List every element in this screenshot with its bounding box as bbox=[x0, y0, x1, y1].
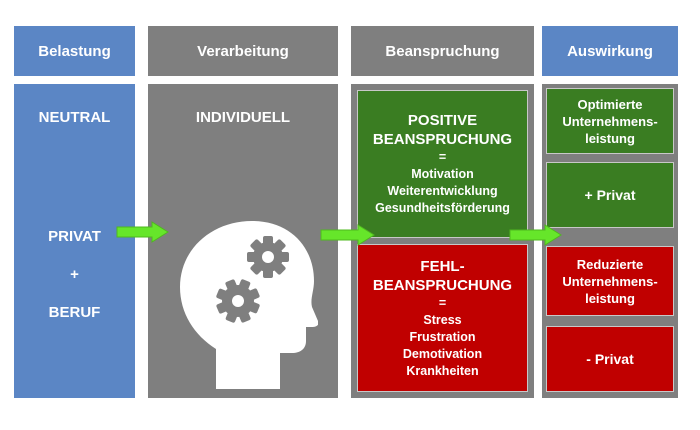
fehl-item: Krankheiten bbox=[406, 363, 479, 378]
arrow-right-icon bbox=[116, 221, 169, 243]
reduzierte-box: Reduzierte Unternehmens- leistung bbox=[546, 246, 674, 316]
header-auswirkung-label: Auswirkung bbox=[567, 42, 653, 60]
header-beanspruchung-label: Beanspruchung bbox=[385, 42, 500, 60]
fehl-equals: = bbox=[438, 295, 447, 310]
positive-title-line2: BEANSPRUCHUNG bbox=[372, 131, 513, 148]
header-auswirkung: Auswirkung bbox=[542, 26, 678, 76]
verarbeitung-column: INDIVIDUELL bbox=[148, 84, 338, 398]
privat-label: PRIVAT bbox=[48, 228, 101, 245]
fehl-item: Demotivation bbox=[402, 346, 483, 361]
neutral-label: NEUTRAL bbox=[38, 109, 111, 126]
header-belastung-label: Belastung bbox=[38, 42, 111, 60]
arrow-right-icon bbox=[509, 224, 562, 246]
positive-item: Motivation bbox=[411, 167, 474, 181]
positive-title-line1: POSITIVE bbox=[407, 112, 478, 129]
header-beanspruchung: Beanspruchung bbox=[351, 26, 534, 76]
arrow-right-icon bbox=[320, 224, 375, 246]
beruf-label: BERUF bbox=[48, 304, 101, 321]
reduzierte-line: Reduzierte bbox=[576, 256, 644, 272]
belastung-column: NEUTRAL PRIVAT + BERUF bbox=[14, 84, 135, 398]
plus-privat-box: + Privat bbox=[546, 162, 674, 228]
optimierte-line: Unternehmens- bbox=[562, 113, 658, 129]
minus-privat-box: - Privat bbox=[546, 326, 674, 392]
head-gears-icon bbox=[180, 221, 318, 389]
reduzierte-line: leistung bbox=[585, 290, 635, 306]
optimierte-box: Optimierte Unternehmens- leistung bbox=[546, 88, 674, 154]
reduzierte-line: Unternehmens- bbox=[562, 273, 658, 289]
fehl-item: Frustration bbox=[409, 329, 476, 344]
beanspruchung-column: POSITIVE BEANSPRUCHUNG = Motivation Weit… bbox=[351, 84, 534, 398]
minus-privat-label: - Privat bbox=[586, 350, 634, 367]
header-verarbeitung: Verarbeitung bbox=[148, 26, 338, 76]
plus-privat-label: + Privat bbox=[584, 186, 636, 203]
positive-item: Weiterentwicklung bbox=[387, 184, 498, 198]
auswirkung-column: Optimierte Unternehmens- leistung + Priv… bbox=[542, 84, 678, 398]
individuell-label: INDIVIDUELL bbox=[195, 109, 291, 126]
header-verarbeitung-label: Verarbeitung bbox=[197, 42, 289, 60]
optimierte-line: Optimierte bbox=[577, 96, 643, 112]
fehlbeanspruchung-box: FEHL- BEANSPRUCHUNG = Stress Frustration… bbox=[357, 244, 528, 392]
fehl-title-line1: FEHL- bbox=[420, 257, 465, 275]
fehl-item: Stress bbox=[423, 312, 462, 327]
fehl-title-line2: BEANSPRUCHUNG bbox=[372, 276, 513, 294]
header-belastung: Belastung bbox=[14, 26, 135, 76]
plus-label: + bbox=[70, 266, 79, 283]
positive-equals: = bbox=[438, 150, 447, 164]
positive-beanspruchung-box: POSITIVE BEANSPRUCHUNG = Motivation Weit… bbox=[357, 90, 528, 238]
positive-item: Gesundheitsförderung bbox=[375, 201, 510, 215]
optimierte-line: leistung bbox=[585, 130, 635, 146]
